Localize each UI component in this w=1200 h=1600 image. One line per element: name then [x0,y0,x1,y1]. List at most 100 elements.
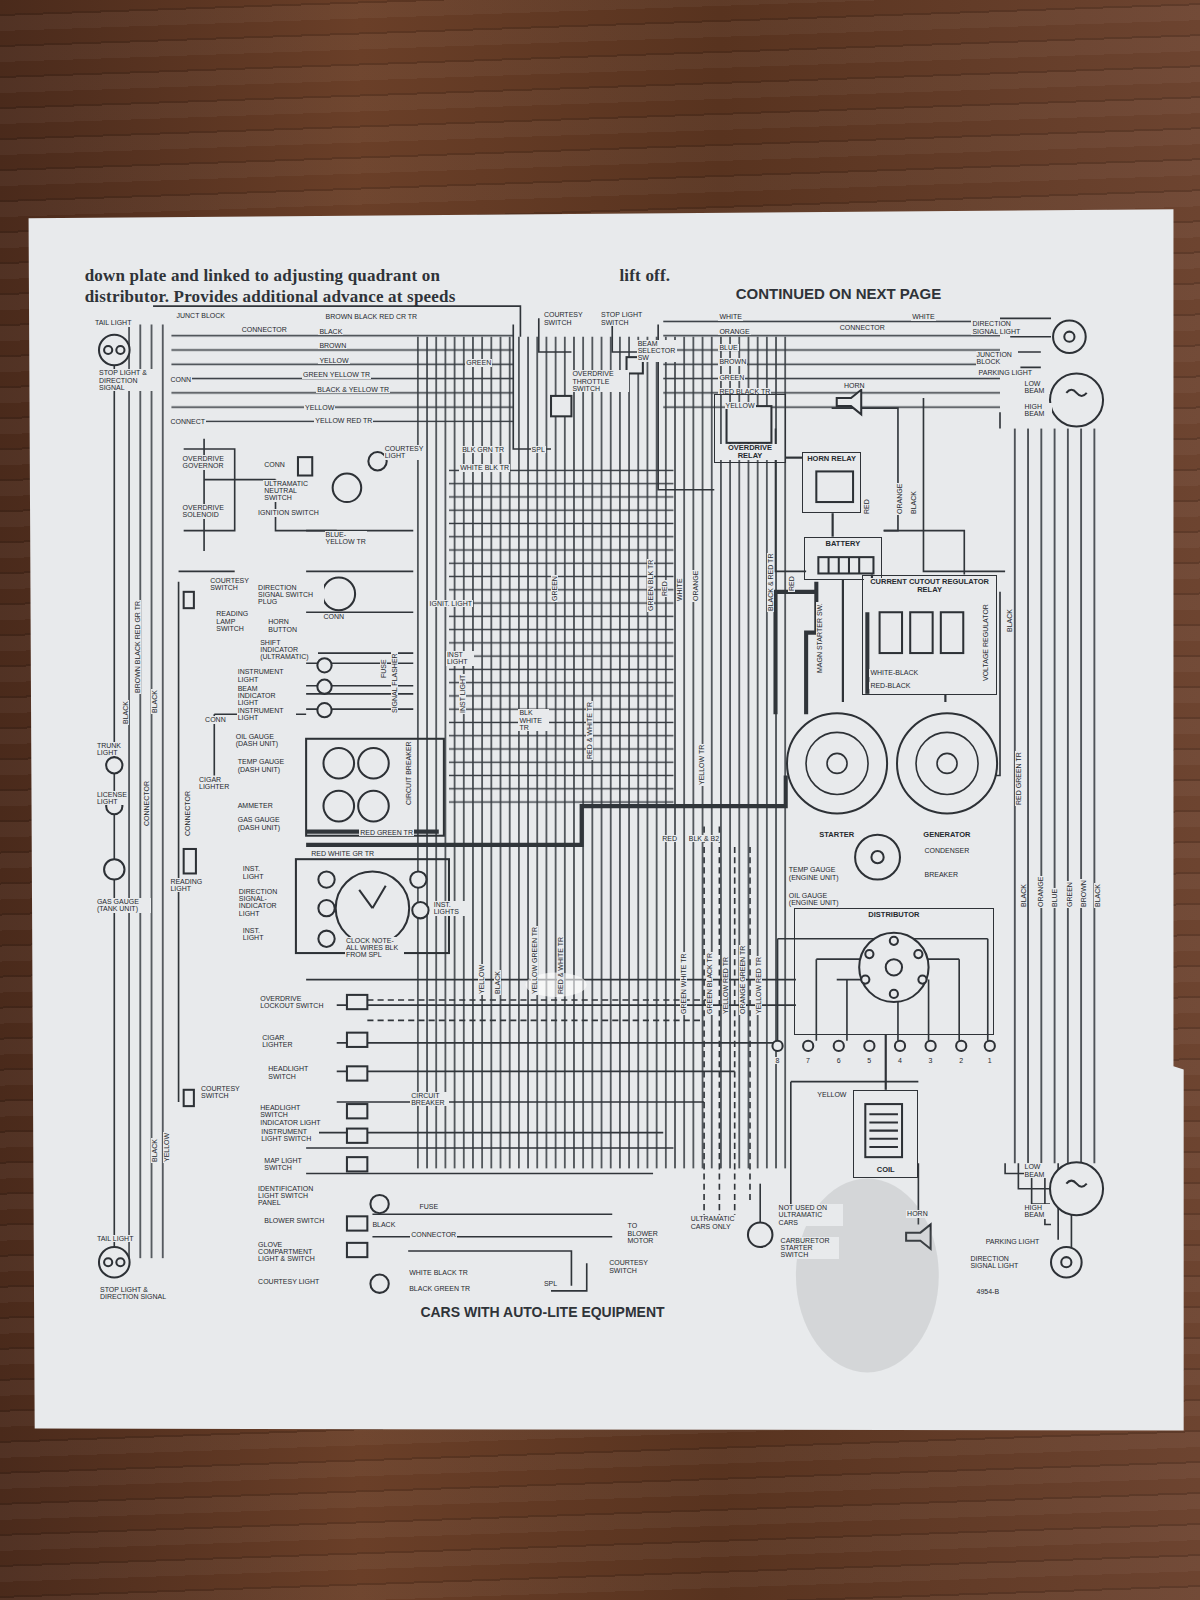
component-symbol [803,1041,813,1051]
wire-label: STOP LIGHT & DIRECTION SIGNAL [98,369,161,391]
component-symbol [358,748,389,779]
component-box: OVERDRIVE RELAY [714,394,785,463]
machine-symbol [806,732,868,794]
wire-label: CONDENSER [924,847,971,854]
wire-label: LOW BEAM [1024,1163,1051,1178]
wire-label: STOP LIGHT & DIRECTION SIGNAL [99,1286,183,1301]
component-symbol [1053,320,1086,353]
component-symbol [985,1041,995,1051]
terminal-number: 4 [897,1057,903,1064]
component-symbol [1066,390,1086,396]
wire-label: HORN BUTTON [267,618,300,633]
wire-label: RED & WHITE TR [557,936,564,995]
component-symbol [914,950,922,958]
wire-label: INSTRUMENT LIGHT SWITCH [260,1128,319,1143]
wire-label: COURTESY SWITCH [543,311,590,326]
wire-label: BLACK [318,328,343,335]
wire-label: YELLOW RED TR [314,417,373,424]
component-symbol [865,1104,902,1157]
note-text: down plate and linked to adjusting quadr… [84,267,441,285]
wire-label: GREEN YELLOW TR [302,371,371,378]
wire-label: SPL [543,1280,558,1287]
wire-label: FUSE [380,658,387,679]
component-symbol [772,1041,782,1051]
dashed-wire [704,827,750,1225]
wire-label: BLACK [1020,883,1027,908]
component-symbol [306,739,444,836]
component-symbol [347,995,367,1009]
machine-circle: GENERATOR [894,702,1000,841]
component-symbol [298,457,312,475]
wire-label: CONNECT [169,418,206,425]
wire-label: YELLOW TR [698,743,705,785]
wire-label: LOW BEAM [1024,380,1051,395]
component-symbol [347,1066,367,1080]
wire-label: HORN [843,382,866,389]
wire-label: GLOVE COMPARTMENT LIGHT & SWITCH [257,1241,333,1263]
wire-label: YELLOW RED TR [722,956,729,1015]
machine-symbol [894,702,1000,841]
component-symbol [347,1216,367,1230]
wire-label: WHITE [718,313,743,320]
wire-label: INSTRUMENT LIGHT [237,707,296,722]
wire [179,571,235,1102]
wire-label: OVERDRIVE LOCKOUT SWITCH [259,995,324,1010]
wire-label: CIRCUIT BREAKER [405,740,412,806]
wire [372,1214,612,1236]
wire-label: NOT USED ON ULTRAMATIC CARS [778,1204,843,1226]
component-symbol [871,851,883,863]
wire-label: COURTESY LIGHT [384,445,425,460]
wire-label: WHITE BLACK TR [408,1269,469,1276]
wire-label: GREEN [465,359,492,366]
wire-label: TAIL LIGHT [94,319,133,326]
wire-label: RED [661,835,678,842]
component-symbol [1050,373,1103,426]
component-name: HORN RELAY [805,455,858,463]
wire-label: YELLOW [318,357,349,364]
wire-label: OIL GAUGE (ENGINE UNIT) [788,892,843,907]
wire-label: BLACK & YELLOW TR [316,386,390,393]
wire-label: BROWN [318,342,347,349]
component-symbol [317,680,331,694]
wire-label: PARKING LIGHT [978,369,1034,376]
wire-label: TEMP GAUGE (DASH UNIT) [237,758,290,773]
wire-label: HEADLIGHT SWITCH INDICATOR LIGHT [259,1104,324,1126]
machine-symbol [787,713,887,813]
wire [114,306,1071,1291]
component-box: DISTRIBUTOR [794,908,994,1035]
component-symbol [347,1033,367,1047]
wire-label: IGNIT. LIGHT [429,600,473,607]
component-symbol [318,900,334,916]
component-symbol [551,396,571,416]
wire [513,324,551,448]
wire-label: BEAM INDICATOR LIGHT [237,685,290,707]
wire-label: OVERDRIVE GOVERNOR [182,455,229,470]
wire-label: FUSE [418,1203,439,1210]
component-symbol [869,1114,898,1147]
component-symbol [837,390,861,414]
wire-label: WHITE [676,577,683,602]
wire-label: CONN [204,716,227,723]
component-symbol [1061,1257,1071,1267]
terminal-number: 1 [987,1057,993,1064]
wire-label: ORANGE [896,483,903,515]
component-symbol [358,791,389,822]
wire-connector [786,457,802,459]
component-symbol [104,1258,112,1266]
wire-label: GAS GAUGE (DASH UNIT) [237,816,290,831]
component-symbol [410,871,426,887]
wire-label: YELLOW [304,404,335,411]
wire-label: RED & WHITE TR [586,701,593,760]
wire-bundle [449,459,673,806]
terminal-number: 5 [866,1057,872,1064]
component-name: COIL [875,1166,897,1174]
wire-label: SPL [531,446,546,453]
wire-label: INST. LIGHT [242,927,273,942]
wire-bundle [120,318,1102,1258]
paper-sheet [29,209,1184,1430]
component-name: OVERDRIVE RELAY [716,444,783,461]
wire-label: IGNITION SWITCH [257,509,320,516]
component-symbol [816,471,853,502]
wire-label: ORANGE [718,328,750,335]
component-symbol [99,320,1103,1292]
